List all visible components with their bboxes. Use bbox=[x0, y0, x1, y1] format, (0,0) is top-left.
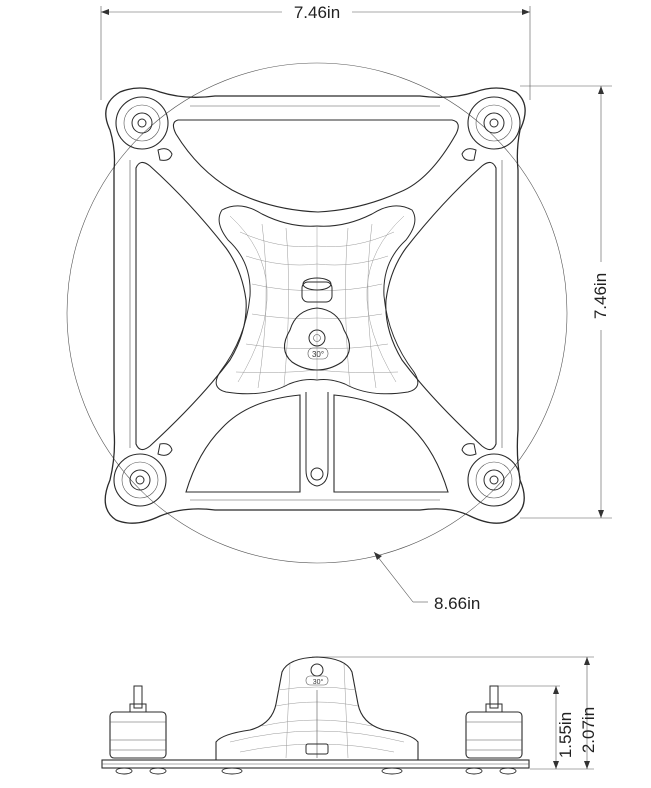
frame-opening-left bbox=[135, 161, 247, 451]
camera-badge-side: 30° bbox=[313, 678, 324, 686]
side-center-body: 30° bbox=[215, 656, 419, 761]
side-feet bbox=[115, 767, 517, 775]
frame-opening-bottom bbox=[185, 394, 301, 493]
camera-badge-top: 30° bbox=[312, 350, 324, 359]
top-view: 7.46in 7.46in 8.66in bbox=[66, 3, 612, 613]
side-motor-right bbox=[465, 685, 523, 759]
motor-rear-left bbox=[113, 443, 173, 507]
frame-outer-inner-edge bbox=[129, 105, 503, 501]
frame-opening-top bbox=[172, 119, 459, 213]
width-dimension: 7.46in bbox=[100, 3, 531, 100]
frame-opening-bottom-right bbox=[333, 394, 449, 493]
camera-pod: 30° bbox=[283, 307, 351, 371]
height-label: 7.46in bbox=[591, 273, 610, 319]
side-total-height-label: 2.07in bbox=[579, 707, 598, 753]
height-dimension: 7.46in bbox=[520, 85, 612, 519]
motor-rear-right bbox=[461, 443, 521, 507]
motor-front-left bbox=[115, 96, 173, 161]
center-stem bbox=[305, 392, 329, 487]
side-height-dimensions: 1.55in 2.07in bbox=[312, 656, 598, 770]
width-label: 7.46in bbox=[294, 3, 340, 22]
stem-hole bbox=[310, 467, 324, 481]
side-motor-height-label: 1.55in bbox=[556, 712, 575, 758]
side-view: 1.55in 2.07in bbox=[101, 656, 598, 775]
diameter-dimension: 8.66in bbox=[373, 551, 480, 613]
frame-outer bbox=[104, 87, 526, 524]
frame-opening-right bbox=[385, 161, 497, 451]
gps-mast bbox=[301, 277, 333, 303]
prop-sweep-circle bbox=[66, 62, 568, 564]
motor-front-right bbox=[461, 96, 521, 161]
side-motor-left bbox=[109, 685, 167, 759]
diameter-label: 8.66in bbox=[434, 594, 480, 613]
